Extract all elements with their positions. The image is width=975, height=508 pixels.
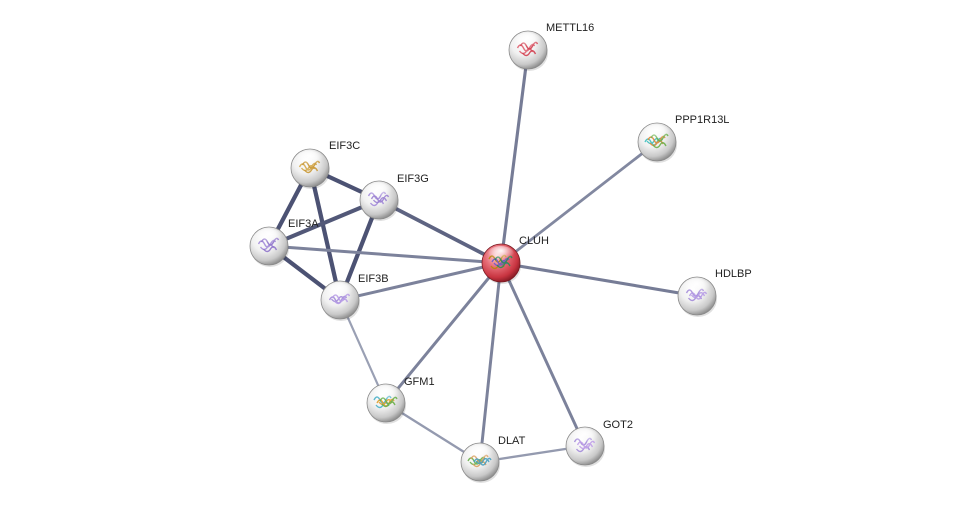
node-cluh[interactable]: [481, 243, 521, 284]
node-highlight: [256, 229, 282, 245]
edge-hdlbp-cluh[interactable]: [499, 261, 699, 298]
node-got2[interactable]: [565, 426, 605, 467]
node-eif3b[interactable]: [320, 280, 360, 321]
node-mettl16[interactable]: [508, 30, 548, 71]
node-highlight: [644, 125, 670, 141]
edge-eif3g-eif3a[interactable]: [266, 197, 382, 249]
edge-dlat-cluh[interactable]: [478, 261, 503, 464]
node-highlight: [515, 33, 541, 49]
node-ppp1r13l[interactable]: [637, 122, 677, 163]
edge-eif3g-cluh[interactable]: [377, 198, 503, 265]
node-highlight: [572, 429, 598, 445]
node-label-cluh: CLUH: [519, 235, 549, 247]
node-label-mettl16: METTL16: [546, 22, 594, 34]
node-hdlbp[interactable]: [677, 276, 717, 317]
node-label-eif3g: EIF3G: [397, 173, 429, 185]
node-label-got2: GOT2: [603, 419, 633, 431]
node-highlight: [684, 279, 710, 295]
node-eif3c[interactable]: [290, 148, 330, 189]
node-label-ppp1r13l: PPP1R13L: [675, 114, 729, 126]
edge-gfm1-cluh[interactable]: [384, 261, 503, 405]
node-label-hdlbp: HDLBP: [715, 268, 752, 280]
node-gfm1[interactable]: [366, 383, 406, 424]
node-label-eif3b: EIF3B: [358, 273, 389, 285]
node-label-eif3a: EIF3A: [288, 218, 319, 230]
node-label-dlat: DLAT: [498, 435, 526, 447]
node-highlight: [488, 246, 514, 262]
node-highlight: [366, 183, 392, 199]
node-highlight: [327, 283, 353, 299]
node-eif3g[interactable]: [359, 180, 399, 221]
edge-ppp1r13l-cluh[interactable]: [499, 140, 659, 265]
edge-eif3b-cluh[interactable]: [338, 261, 503, 302]
node-label-eif3c: EIF3C: [329, 140, 360, 152]
edge-mettl16-cluh[interactable]: [499, 48, 530, 265]
node-eif3a[interactable]: [249, 226, 289, 267]
node-highlight: [467, 445, 493, 461]
edge-eif3a-cluh[interactable]: [267, 244, 503, 265]
node-label-gfm1: GFM1: [404, 376, 435, 388]
node-highlight: [373, 386, 399, 402]
node-highlight: [297, 151, 323, 167]
node-dlat[interactable]: [460, 442, 500, 483]
edge-got2-cluh[interactable]: [499, 261, 587, 448]
edge-eif3c-eif3b[interactable]: [307, 165, 343, 303]
